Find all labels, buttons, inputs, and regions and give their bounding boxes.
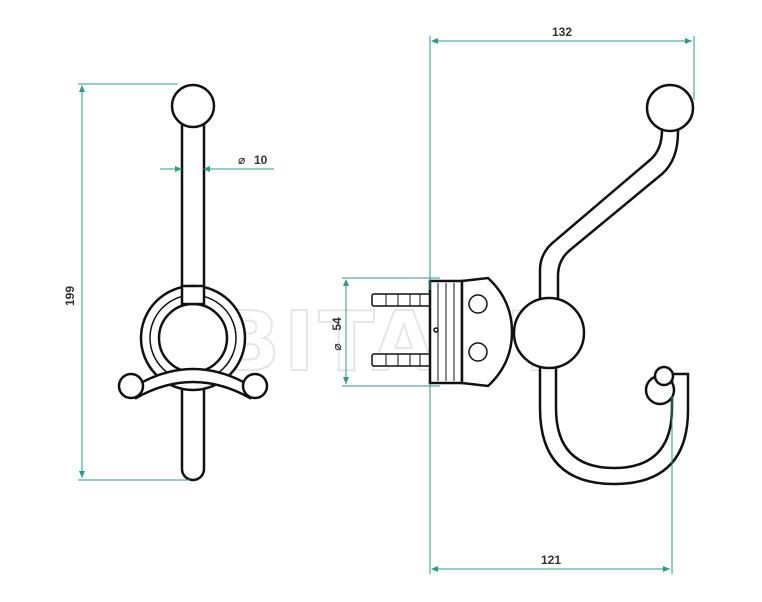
base-diameter-symbol: ⌀ bbox=[330, 343, 344, 350]
width-bottom-label: 121 bbox=[541, 553, 561, 567]
width-top-dimension: 132 bbox=[429, 25, 695, 290]
wall-plug-top bbox=[371, 293, 431, 307]
base-diameter-label: 54 bbox=[330, 317, 344, 331]
height-dimension: 199 bbox=[63, 83, 190, 481]
width-top-label: 132 bbox=[552, 25, 572, 39]
side-view bbox=[371, 83, 695, 486]
front-upper-rod bbox=[180, 116, 206, 306]
base-diameter-dimension: ⌀ 54 bbox=[330, 277, 440, 387]
rod-diameter-label: 10 bbox=[254, 153, 268, 167]
side-lower-ball-tip bbox=[653, 365, 675, 387]
side-pin bbox=[433, 327, 439, 333]
height-label: 199 bbox=[63, 286, 77, 306]
side-screw-bottom bbox=[468, 342, 488, 362]
side-top-ball bbox=[645, 83, 695, 133]
width-bottom-dimension: 121 bbox=[429, 384, 673, 574]
front-left-ball bbox=[117, 372, 145, 400]
front-right-ball bbox=[241, 372, 269, 400]
front-rod-joint bbox=[180, 284, 206, 306]
side-screw-top bbox=[468, 294, 488, 314]
rod-diameter-symbol: ⌀ bbox=[238, 153, 245, 167]
front-view bbox=[117, 83, 269, 482]
wall-plug-bottom bbox=[371, 353, 431, 367]
rod-diameter-dimension: ⌀ 10 bbox=[160, 153, 274, 172]
front-top-ball bbox=[170, 83, 216, 129]
side-upper-arm bbox=[538, 112, 680, 302]
side-center-ball bbox=[512, 296, 586, 370]
front-ring-inner bbox=[157, 302, 229, 374]
